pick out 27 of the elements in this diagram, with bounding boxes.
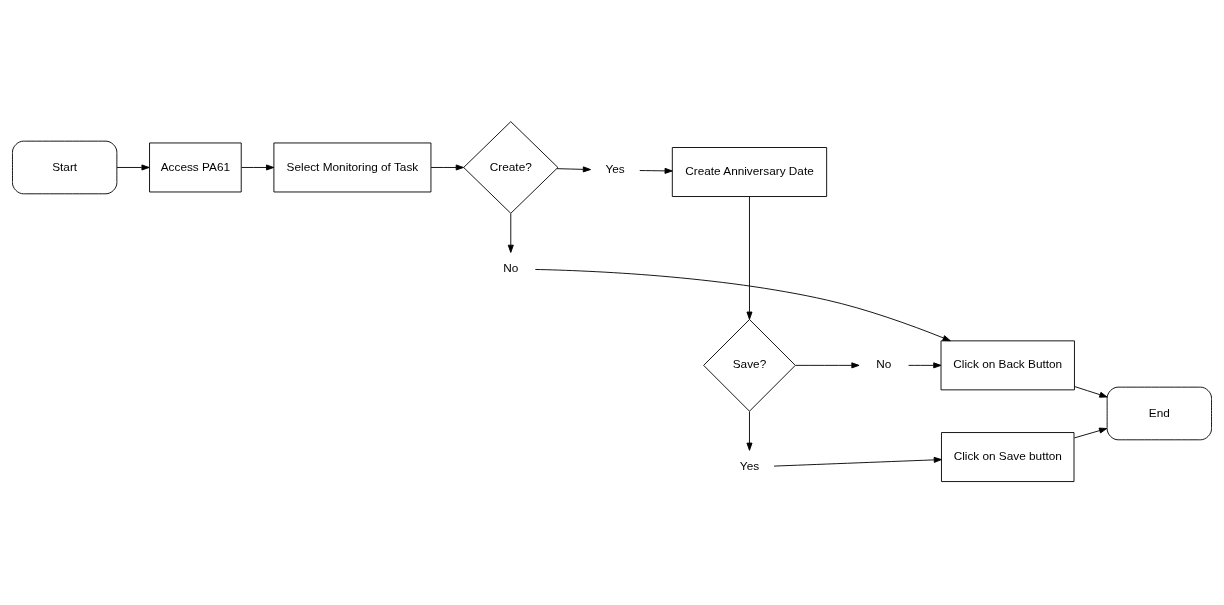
node-text: Yes [739, 459, 760, 474]
node-box: Access PA61 [149, 142, 242, 193]
node-box: End [1106, 386, 1212, 441]
node-text: Yes [605, 162, 625, 177]
arrow [795, 362, 860, 369]
node-box: Click on Back Button [940, 340, 1075, 391]
node-box: Select Monitoring of Task [273, 142, 432, 193]
node-text: No [503, 261, 519, 276]
arrow [1073, 427, 1108, 439]
arrow [116, 164, 150, 171]
arrow [556, 166, 591, 173]
arrow [746, 196, 753, 320]
node-box: Start [12, 140, 118, 195]
node-box: Click on Save button [941, 432, 1075, 482]
arrow [241, 164, 275, 171]
arrow [773, 456, 942, 467]
arrow [507, 213, 514, 253]
arrow [1074, 386, 1108, 398]
arrow [639, 167, 673, 174]
node-diamond: Create? [463, 121, 559, 214]
arrow [746, 411, 753, 451]
node-diamond: Save? [703, 319, 796, 412]
node-text: No [876, 357, 892, 372]
arrow [430, 164, 464, 171]
arrow [534, 269, 951, 342]
node-box: Create Anniversary Date [671, 147, 828, 197]
arrow [908, 362, 942, 369]
